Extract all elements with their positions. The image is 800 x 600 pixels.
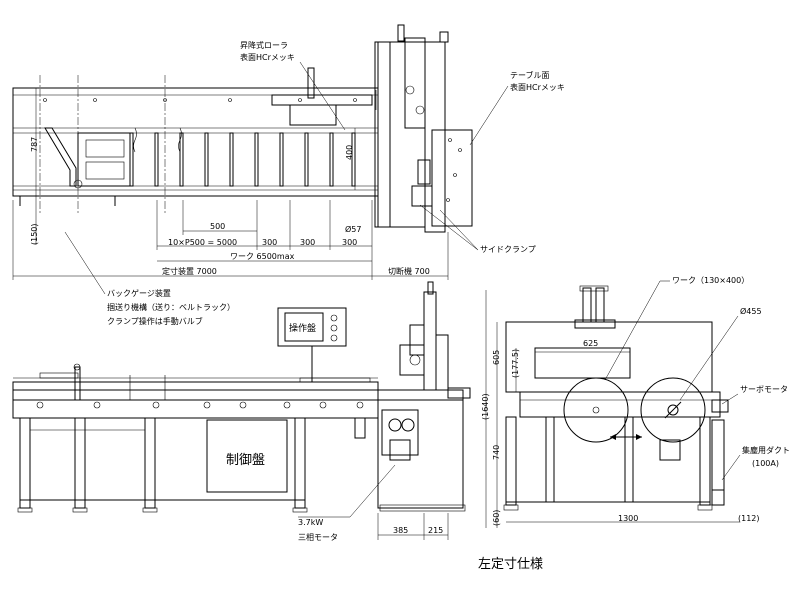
front-view: 制御盤 操作盤 (12, 281, 471, 513)
side-view (503, 285, 729, 511)
dim-215: 215 (428, 526, 443, 535)
dim-500: 500 (210, 222, 225, 231)
top-view-labels: 昇降式ローラ 表面HCrメッキ テーブル面 表面HCrメッキ サイドクランプ バ… (64, 40, 565, 326)
label-back-gauge-2: 掴送り機構（送り：ベルトラック） (107, 302, 235, 312)
label-side-clamp: サイドクランプ (480, 245, 536, 254)
label-lift-roller-2: 表面HCrメッキ (240, 52, 295, 62)
dim-700: 切断機 700 (388, 266, 430, 276)
top-view-dimensions: 787 (150) 400 500 10×P500 = 5000 300 300… (12, 88, 449, 280)
label-work-size: ワーク（130×400） (672, 276, 749, 285)
dim-300c: 300 (342, 238, 357, 247)
dim-740: 740 (492, 445, 501, 460)
label-back-gauge-1: バックゲージ装置 (107, 288, 171, 298)
front-view-dimensions: 385 215 3.7kW 三相モータ (298, 464, 449, 542)
dim-400: 400 (345, 145, 354, 160)
side-view-dimensions: (1640) 605 (177.5) 740 (60) 625 1300 (11… (481, 276, 790, 528)
dim-177: (177.5) (511, 349, 520, 378)
label-servo-motor: サーボモータ (740, 385, 788, 394)
drawing-caption: 左定寸仕様 (478, 557, 543, 572)
label-motor-1: 3.7kW (298, 518, 323, 527)
dim-work-max: ワーク 6500max (230, 252, 295, 261)
dim-7000: 定寸装置 7000 (162, 266, 217, 276)
dim-625: 625 (583, 339, 598, 348)
dim-dia57: Ø57 (345, 224, 361, 234)
label-operation-panel: 操作盤 (289, 322, 316, 334)
label-control-panel: 制御盤 (226, 453, 265, 468)
dim-385: 385 (393, 526, 408, 535)
dim-dia455: Ø455 (740, 306, 762, 316)
label-lift-roller-1: 昇降式ローラ (240, 40, 288, 50)
dim-300a: 300 (262, 238, 277, 247)
dim-60: (60) (492, 510, 501, 526)
label-motor-2: 三相モータ (298, 532, 338, 542)
dim-787: 787 (30, 137, 39, 152)
label-dust-duct-2: (100A) (752, 459, 779, 468)
dim-112: (112) (738, 514, 760, 523)
label-back-gauge-3: クランプ操作は手動バルブ (107, 316, 203, 326)
label-dust-duct-1: 集塵用ダクト (742, 445, 790, 455)
dim-605: 605 (492, 350, 501, 365)
label-table-surface-2: 表面HCrメッキ (510, 82, 565, 92)
dim-1300: 1300 (618, 514, 638, 523)
dim-1640: (1640) (481, 393, 490, 420)
label-table-surface-1: テーブル面 (510, 70, 550, 80)
dim-pitch: 10×P500 = 5000 (168, 238, 237, 247)
dim-150: (150) (30, 223, 39, 245)
dim-300b: 300 (300, 238, 315, 247)
